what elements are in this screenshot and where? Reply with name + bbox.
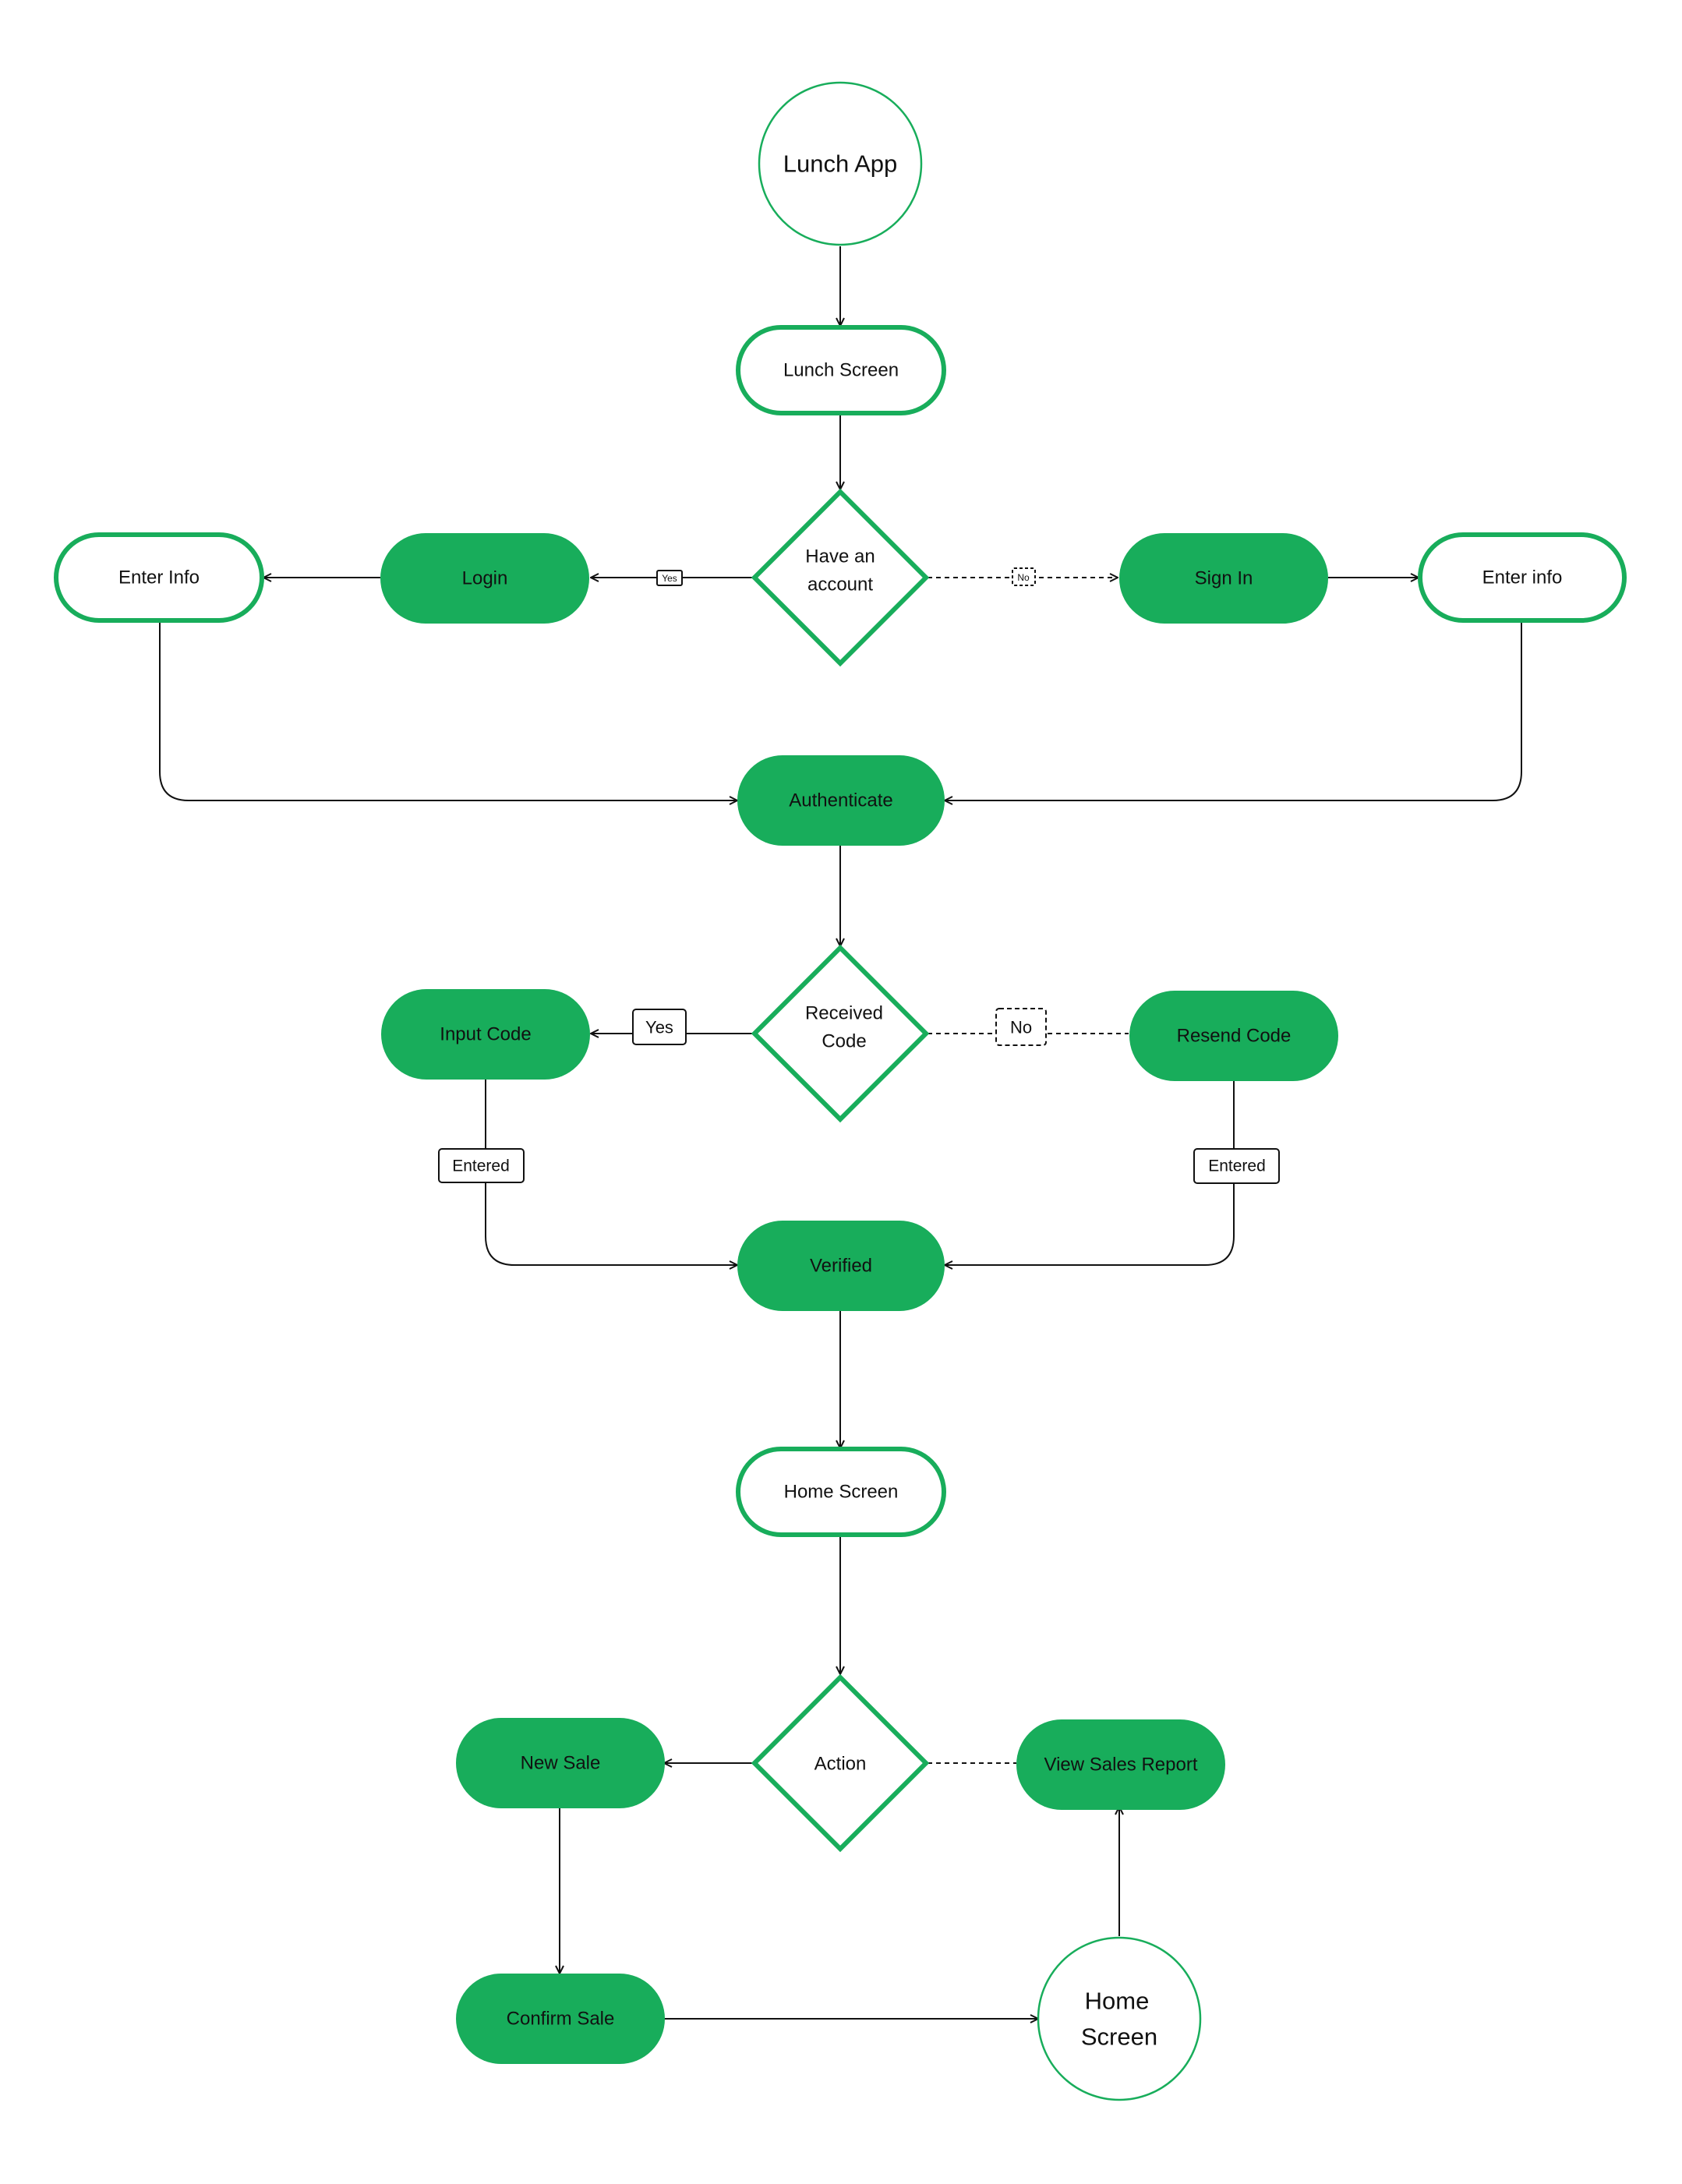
edge-label-yes-2-text: Yes <box>645 1018 673 1037</box>
edge-label-yes-1: Yes <box>656 570 683 586</box>
node-lunch-screen-label: Lunch Screen <box>783 360 899 381</box>
node-resend-code: Resend Code <box>1129 991 1338 1081</box>
node-home-screen-end: Home Screen <box>1037 1936 1202 2101</box>
node-view-sales-report: View Sales Report <box>1016 1719 1225 1810</box>
edge-label-entered-left: Entered <box>438 1148 525 1183</box>
edge-label-entered-left-text: Entered <box>452 1157 510 1175</box>
node-home-screen-end-label-line2: Screen <box>1081 2023 1157 2051</box>
node-verified-label: Verified <box>810 1256 872 1277</box>
node-have-account-label-line2: account <box>807 574 873 595</box>
node-home-screen-label: Home Screen <box>784 1482 899 1503</box>
nodes: Lunch App Lunch Screen Have an account L… <box>54 81 1627 2101</box>
node-enter-info-right-label: Enter info <box>1482 567 1563 588</box>
node-lunch-app: Lunch App <box>758 81 923 246</box>
node-confirm-sale-label: Confirm Sale <box>507 2009 615 2030</box>
node-lunch-screen: Lunch Screen <box>736 325 946 415</box>
node-sign-in-label: Sign In <box>1195 568 1253 589</box>
edge-label-yes-1-text: Yes <box>662 573 677 584</box>
edge-label-no-1: No <box>1012 567 1036 586</box>
node-new-sale-label: New Sale <box>521 1753 601 1774</box>
edge-label-no-1-text: No <box>1017 572 1030 583</box>
node-confirm-sale: Confirm Sale <box>456 1974 665 2064</box>
node-received-code-label-line2: Code <box>822 1031 866 1052</box>
edge-input-code-to-verified <box>485 1079 737 1265</box>
node-login: Login <box>380 533 589 624</box>
edge-labels: Yes No Yes No Entered Entered <box>438 567 1280 1184</box>
node-home-screen: Home Screen <box>736 1447 946 1537</box>
edge-label-entered-right: Entered <box>1193 1148 1280 1184</box>
node-home-screen-end-label-line1: Home <box>1085 1988 1150 2015</box>
edge-label-yes-2: Yes <box>632 1009 687 1045</box>
edge-label-no-2-text: No <box>1010 1018 1032 1037</box>
node-sign-in: Sign In <box>1119 533 1328 624</box>
node-have-account: Have an account <box>751 488 930 667</box>
node-action: Action <box>751 1673 930 1853</box>
edge-label-no-2: No <box>995 1008 1047 1046</box>
node-lunch-app-label: Lunch App <box>783 150 898 178</box>
edges <box>159 246 1522 2019</box>
node-view-sales-report-label: View Sales Report <box>1044 1755 1198 1776</box>
node-enter-info-left: Enter Info <box>54 532 264 623</box>
node-action-label: Action <box>814 1754 867 1775</box>
edge-enter-info-right-to-authenticate <box>945 622 1522 800</box>
node-authenticate-label: Authenticate <box>789 790 892 811</box>
node-verified: Verified <box>737 1221 945 1311</box>
node-received-code-label-line1: Received <box>805 1003 883 1024</box>
node-login-label: Login <box>462 568 508 589</box>
node-new-sale: New Sale <box>456 1718 665 1808</box>
node-received-code: Received Code <box>751 944 930 1123</box>
edge-enter-info-left-to-authenticate <box>159 622 737 800</box>
node-input-code-label: Input Code <box>440 1024 531 1045</box>
node-enter-info-right: Enter info <box>1418 532 1627 623</box>
node-have-account-label-line1: Have an <box>805 546 875 567</box>
edge-label-entered-right-text: Entered <box>1208 1157 1266 1175</box>
node-input-code: Input Code <box>381 989 590 1080</box>
node-enter-info-left-label: Enter Info <box>118 567 200 588</box>
node-resend-code-label: Resend Code <box>1177 1026 1292 1047</box>
edge-resend-code-to-verified <box>945 1080 1235 1265</box>
node-authenticate: Authenticate <box>737 755 945 846</box>
